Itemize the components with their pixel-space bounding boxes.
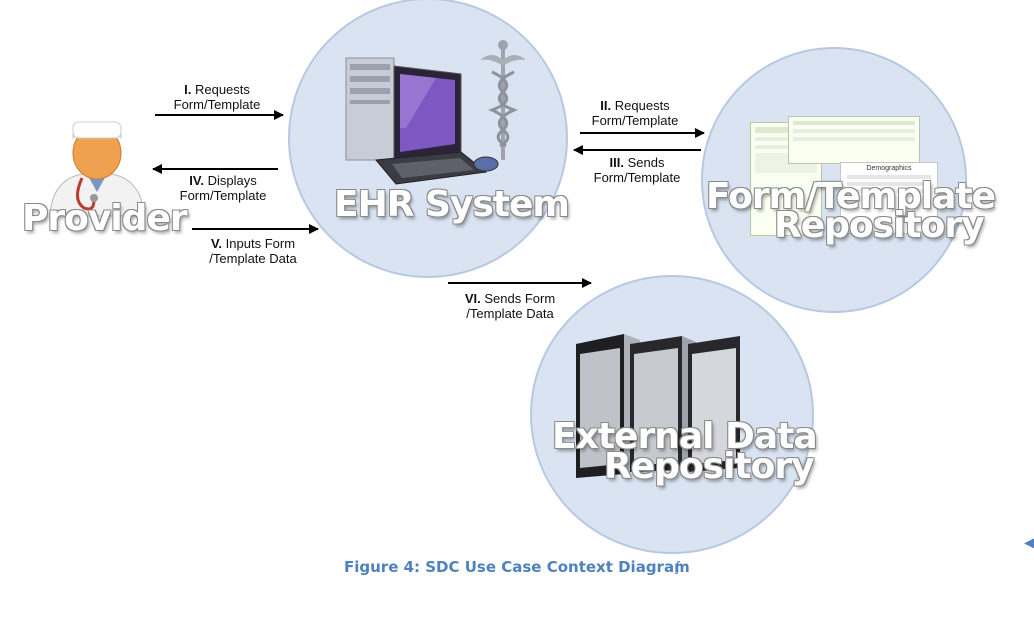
label-sends-to-external: VI. Sends Form/Template Data <box>464 291 556 321</box>
server-rack-icon <box>576 334 740 478</box>
label-inputs-to-ehr: V. Inputs Form/Template Data <box>209 236 297 266</box>
form-repo-label-line2: Repository <box>774 205 985 246</box>
margin-marker-icon: ◀ <box>1024 534 1034 550</box>
figure-caption: Figure 4: SDC Use Case Context Diagram <box>344 558 690 576</box>
external-repo-label-line2: Repository <box>604 446 815 487</box>
ehr-computer-icon <box>345 57 499 185</box>
provider-label: Provider <box>22 198 188 239</box>
form-snippet-title: Demographics <box>866 165 912 172</box>
form-repo-label-line1: Form/Template <box>706 176 996 217</box>
ehr-system-label: EHR System <box>334 184 570 225</box>
paragraph-mark-icon: ʃ <box>676 558 680 574</box>
provider-doctor-icon <box>49 121 145 217</box>
external-repo-label-line1: External Data <box>552 416 818 457</box>
form-screenshots-icon: Demographics <box>750 116 940 246</box>
caduceus-icon <box>480 40 526 160</box>
